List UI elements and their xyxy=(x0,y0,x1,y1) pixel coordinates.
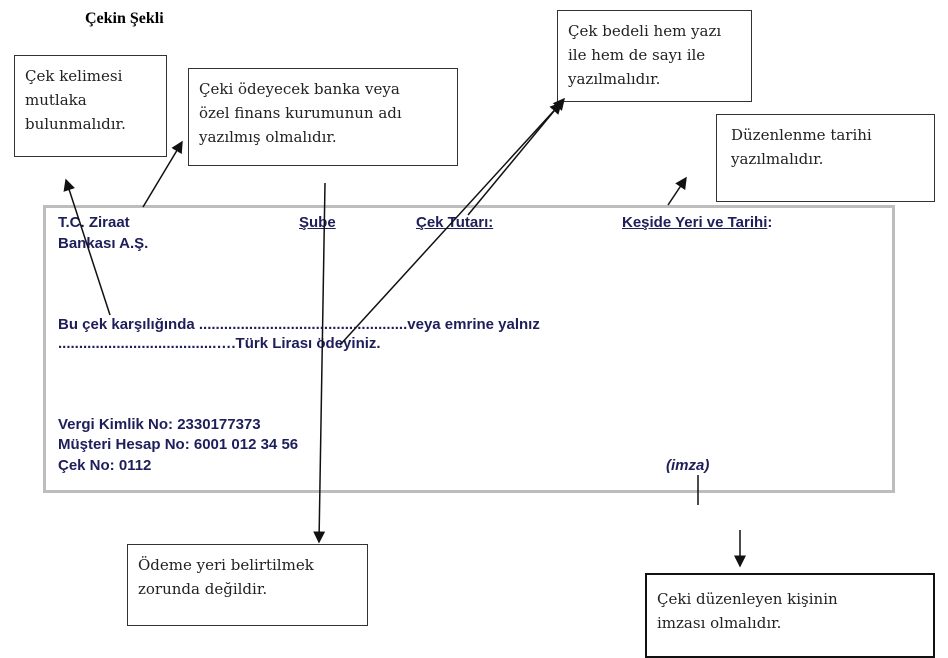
note-check-word: Çek kelimesi mutlaka bulunmalıdır. xyxy=(14,55,167,157)
check-form: T.C. Ziraat Bankası A.Ş. Şube Çek Tutarı… xyxy=(43,205,895,493)
note-date: Düzenlenme tarihi yazılmalıdır. xyxy=(716,114,935,202)
arrow-amount-1 xyxy=(339,101,563,346)
note-line: Ödeme yeri belirtilmek xyxy=(138,556,314,574)
note-line: zorunda değildir. xyxy=(138,580,268,598)
amount-label: Çek Tutarı: xyxy=(416,214,494,231)
bank-name-line1: T.C. Ziraat xyxy=(58,214,130,231)
arrow-bank xyxy=(142,140,183,208)
note-line: Çek kelimesi xyxy=(25,67,123,85)
note-line: Çeki düzenleyen kişinin xyxy=(657,590,838,608)
tax-id: Vergi Kimlik No: 2330177373 xyxy=(58,416,261,433)
note-line: bulunmalıdır. xyxy=(25,115,126,133)
arrow-place xyxy=(313,182,326,544)
note-line: Çeki ödeyecek banka veya xyxy=(199,80,400,98)
check-number: Çek No: 0112 xyxy=(58,457,152,474)
note-signature: Çeki düzenleyen kişinin imzası olmalıdır… xyxy=(645,573,935,658)
date-label: Keşide Yeri ve Tarihi xyxy=(622,214,768,231)
branch-label: Şube xyxy=(299,214,336,231)
signature-label: (imza) xyxy=(666,457,710,474)
note-line: yazılmalıdır. xyxy=(731,150,824,168)
note-line: yazılmış olmalıdır. xyxy=(199,128,337,146)
note-line: yazılmalıdır. xyxy=(568,70,661,88)
note-line: özel finans kurumunun adı xyxy=(199,104,402,122)
note-amount: Çek bedeli hem yazı ile hem de sayı ile … xyxy=(557,10,752,102)
arrow-amount-2 xyxy=(467,97,565,216)
date-colon: : xyxy=(767,214,773,231)
pay-line-2: ......................................….… xyxy=(58,335,381,352)
note-line: ile hem de sayı ile xyxy=(568,46,706,64)
account-number: Müşteri Hesap No: 6001 012 34 56 xyxy=(58,436,299,453)
note-bank-name: Çeki ödeyecek banka veya özel finans kur… xyxy=(188,68,458,166)
note-line: Düzenlenme tarihi xyxy=(731,126,872,144)
arrow-word xyxy=(63,178,111,316)
note-payment-place: Ödeme yeri belirtilmek zorunda değildir. xyxy=(127,544,368,626)
bank-name-line2: Bankası A.Ş. xyxy=(58,235,149,252)
note-line: Çek bedeli hem yazı xyxy=(568,22,722,40)
note-line: mutlaka xyxy=(25,91,87,109)
pay-line-1: Bu çek karşılığında ....................… xyxy=(58,316,540,333)
note-line: imzası olmalıdır. xyxy=(657,614,782,632)
arrow-date xyxy=(667,176,687,206)
page-title: Çekin Şekli xyxy=(85,10,164,27)
